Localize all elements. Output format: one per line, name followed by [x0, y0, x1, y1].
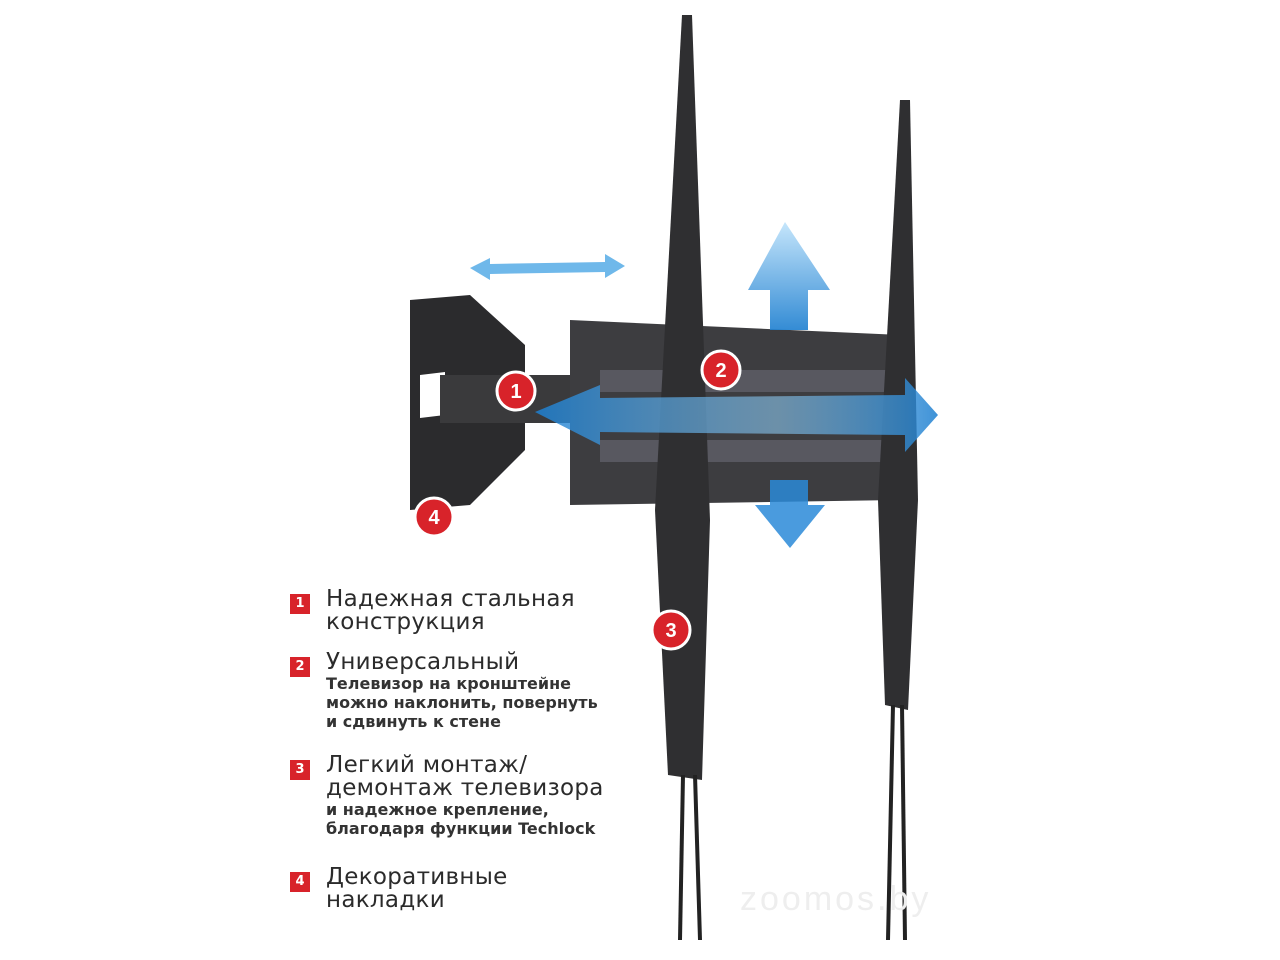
feature-number: 1 — [290, 594, 310, 614]
callout-3: 3 — [650, 609, 692, 651]
feature-title: Легкий монтаж/ демонтаж телевизора — [326, 752, 604, 801]
feature-title: Универсальный — [326, 649, 520, 675]
feature-number: 4 — [290, 872, 310, 892]
safety-cords — [678, 704, 907, 941]
feature-4: 4 Декоративные накладки — [290, 866, 508, 912]
svg-text:1: 1 — [510, 381, 521, 403]
callout-1: 1 — [495, 370, 537, 412]
swivel-arrow-icon — [470, 254, 625, 280]
callout-2: 2 — [700, 349, 742, 391]
callout-4: 4 — [413, 496, 455, 538]
feature-title: Надежная стальная конструкция — [326, 586, 575, 635]
feature-number: 2 — [290, 657, 310, 677]
horizontal-arrow-icon — [535, 378, 938, 452]
watermark: zoomos.by — [740, 880, 932, 918]
vertical-arrow-icon — [748, 222, 830, 548]
feature-number: 3 — [290, 760, 310, 780]
svg-text:4: 4 — [428, 507, 440, 529]
feature-description: и надежное крепление, благодаря функции … — [326, 800, 596, 838]
feature-1: 1 Надежная стальная конструкция — [290, 588, 575, 634]
feature-2: 2 Универсальный Телевизор на кронштейне … — [290, 651, 598, 731]
svg-text:2: 2 — [715, 360, 726, 382]
svg-text:3: 3 — [665, 620, 676, 642]
feature-3: 3 Легкий монтаж/ демонтаж телевизора и н… — [290, 754, 604, 838]
feature-description: Телевизор на кронштейне можно наклонить,… — [326, 674, 598, 731]
feature-title: Декоративные накладки — [326, 864, 508, 913]
